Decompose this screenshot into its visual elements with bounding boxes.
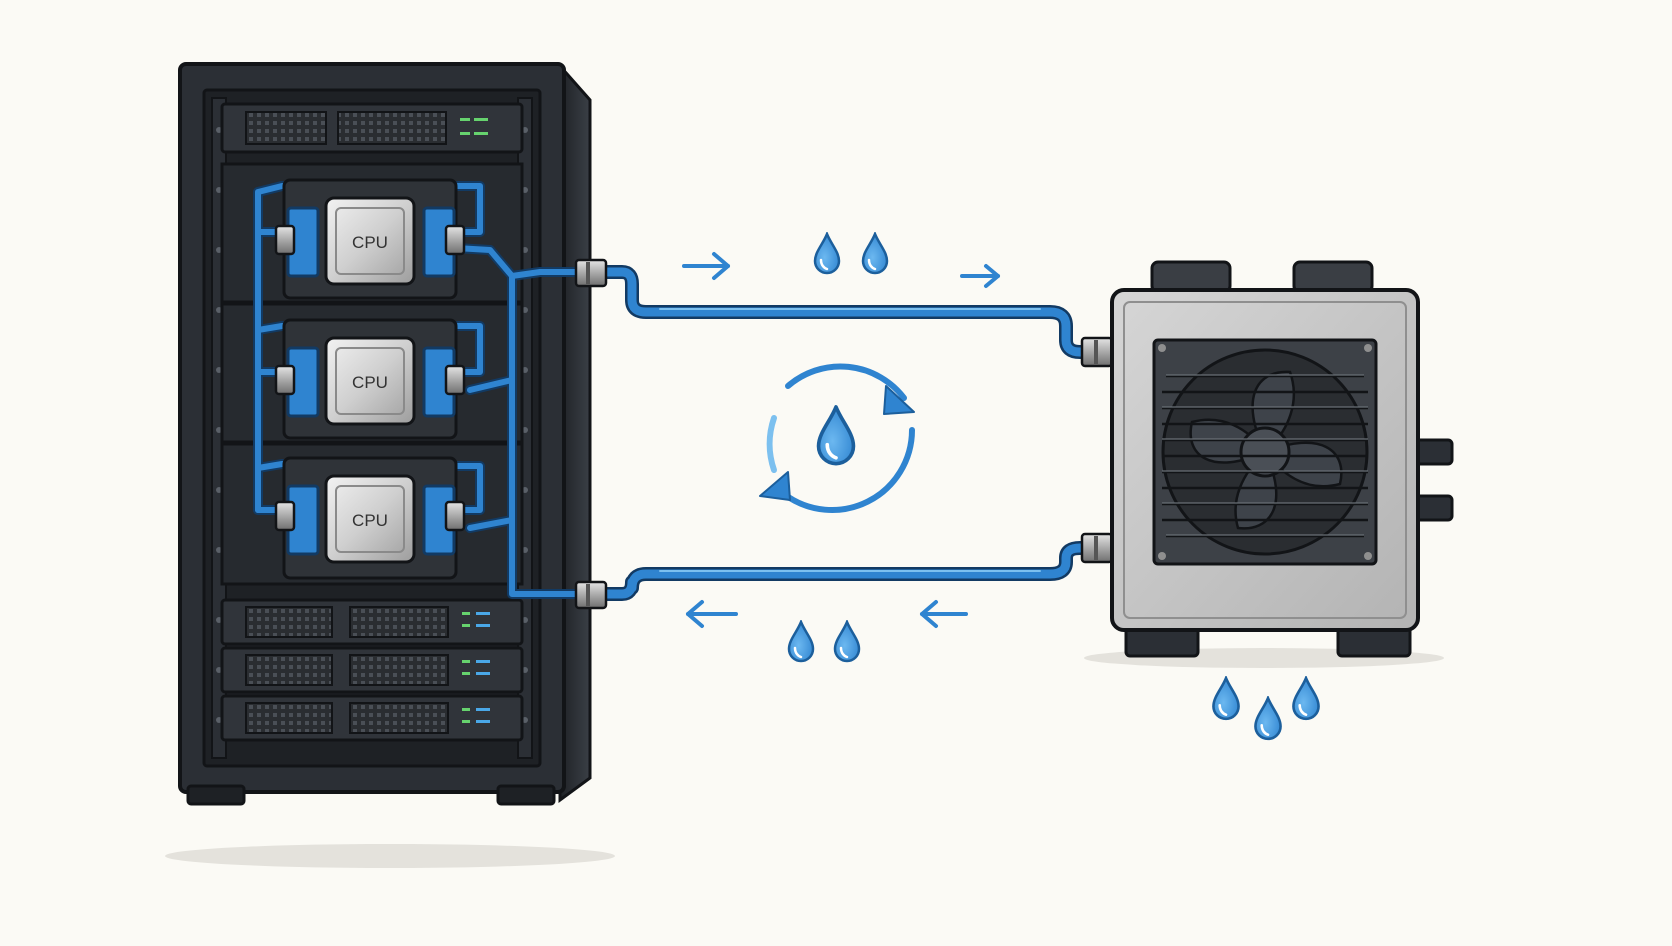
server-unit-bottom — [220, 598, 524, 646]
status-led — [474, 132, 488, 135]
cpu-chip — [324, 336, 416, 426]
rack-outlet-fitting — [574, 258, 608, 288]
arrow-left-icon — [686, 600, 738, 628]
fan-icon — [1161, 348, 1369, 556]
hose-fitting — [274, 364, 296, 396]
water-drop-icon — [787, 620, 815, 663]
cpu-module: CPU — [274, 456, 466, 580]
recycle-cycle-icon — [759, 363, 915, 513]
hose-fitting — [444, 364, 466, 396]
water-drop-icon — [833, 620, 861, 663]
server-unit-bottom — [220, 646, 524, 694]
rack-foot — [186, 784, 246, 806]
cpu-label: CPU — [352, 233, 388, 252]
water-drop-icon — [1254, 696, 1282, 741]
status-led — [460, 118, 470, 121]
server-unit-bottom — [220, 694, 524, 742]
cpu-label: CPU — [352, 373, 388, 392]
cpu-chip — [324, 474, 416, 564]
cpu-module: CPU — [274, 178, 466, 300]
cpu-chip — [324, 196, 416, 286]
pipe-fittings — [574, 258, 1114, 610]
cpu-modules: CPU CPU CPU — [274, 178, 466, 580]
arrow-right-icon — [960, 264, 1000, 288]
arrow-left-icon — [920, 600, 968, 628]
hose-fitting — [274, 500, 296, 532]
rack-shadow — [165, 844, 615, 868]
chiller-top-cap — [1292, 260, 1374, 294]
water-drop-icon — [1212, 676, 1240, 721]
internal-coolant-loops — [253, 181, 585, 599]
water-drop-icon — [1292, 676, 1320, 721]
water-drop-icon — [816, 405, 856, 466]
chiller-side-port — [1414, 494, 1454, 522]
server-unit-top — [220, 102, 524, 154]
hose-fitting — [444, 500, 466, 532]
coolant-pipes — [597, 265, 1105, 601]
cpu-label: CPU — [352, 511, 388, 530]
hose-fitting — [274, 224, 296, 256]
rack-foot — [496, 784, 556, 806]
cpu-module: CPU — [274, 318, 466, 440]
status-led — [460, 132, 470, 135]
water-drop-icon — [813, 232, 841, 275]
chiller-top-cap — [1150, 260, 1232, 294]
chiller-unit — [1084, 260, 1454, 668]
status-led — [474, 118, 488, 121]
water-drop-icon — [861, 232, 889, 275]
hose-fitting — [444, 224, 466, 256]
chiller-side-port — [1414, 438, 1454, 466]
rack-inlet-fitting — [574, 580, 608, 610]
arrow-right-icon — [682, 252, 730, 280]
